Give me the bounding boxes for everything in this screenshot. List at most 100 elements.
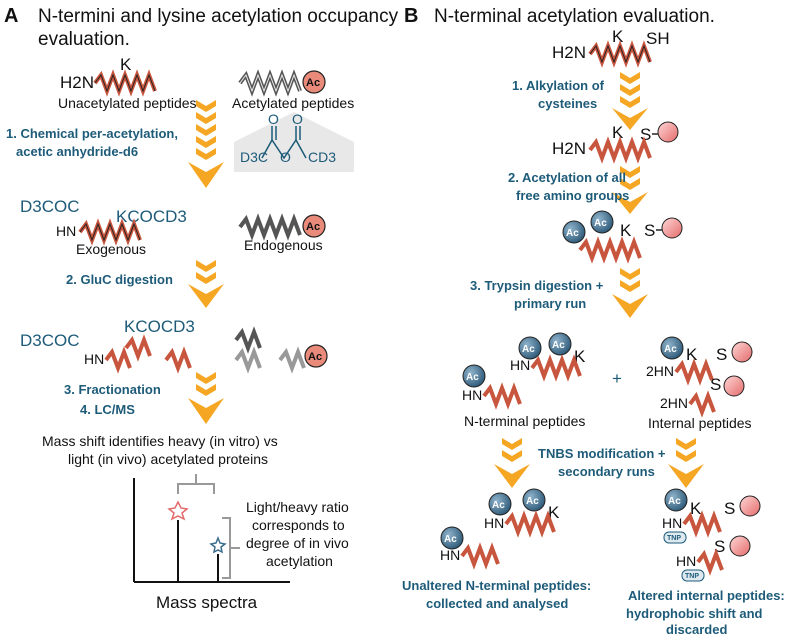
k-label-b6: K <box>548 503 560 522</box>
step-b3-line2: primary run <box>514 296 586 311</box>
step-b2-line2: free amino groups <box>516 188 629 203</box>
step-a1-line1: 1. Chemical per-acetylation, <box>6 126 178 141</box>
ac-b3: Ac <box>522 344 535 355</box>
ac-ball <box>664 488 688 512</box>
panel-a-title-line2: evaluation. <box>38 29 130 50</box>
orange-arrow-b4-right <box>668 438 704 488</box>
h2n-label-b2: H2N <box>552 139 586 158</box>
ac-ball <box>518 336 542 360</box>
mass-shift-line1: Mass shift identifies heavy (in vitro) v… <box>42 433 278 449</box>
alkyl-sphere <box>661 217 683 239</box>
unaltered-line1: Unaltered N-terminal peptides: <box>402 578 591 593</box>
o-mid: O <box>280 149 291 165</box>
ac-ball <box>488 492 512 516</box>
tnp-tag-1 <box>663 531 687 544</box>
ac-red-circle <box>304 344 328 368</box>
s-label-b6: S <box>714 537 725 556</box>
k-label: K <box>120 55 132 74</box>
ac-label-2: Ac <box>306 221 320 233</box>
s-label-b4: S <box>710 375 721 394</box>
step-b1-line2: cysteines <box>538 96 597 111</box>
ac-ball <box>462 364 486 388</box>
gluc-fragments: D3COC KCOCD3 HN Ac <box>20 317 328 374</box>
ratio-line3: degree of in vivo <box>246 535 349 551</box>
ac-label: Ac <box>306 77 320 89</box>
mass-spectrum-plot <box>133 474 290 583</box>
exogenous-peptide: D3COC KCOCD3 HN <box>20 197 187 246</box>
ac-ball <box>522 488 546 512</box>
internal-label: Internal peptides <box>648 415 752 431</box>
step-a1-line2: acetic anhydride-d6 <box>16 144 138 159</box>
ac-b10: Ac <box>668 496 681 507</box>
ac-b4: Ac <box>552 340 565 351</box>
altered-peptides: Ac K S HN TNP S HN TNP <box>662 488 761 582</box>
ac-ball <box>562 220 586 244</box>
step-a3: 3. Fractionation <box>64 382 161 397</box>
ac-ball <box>660 336 684 360</box>
hn-label-b6: HN <box>676 553 696 569</box>
ac-b9: Ac <box>444 534 457 545</box>
d3coc-label-2: D3COC <box>20 331 80 350</box>
unaltered-peptides: Ac Ac K HN Ac HN <box>440 488 560 570</box>
heavy-star-icon <box>209 535 227 554</box>
acetylated-full-peptide: Ac Ac K S <box>562 210 683 264</box>
k-label-b2: K <box>612 123 624 142</box>
ac-b7: Ac <box>492 500 505 511</box>
kcocd3-label: KCOCD3 <box>116 207 187 226</box>
hn-label-b3: HN <box>484 515 504 531</box>
n-terminal-label: N-terminal peptides <box>464 413 585 429</box>
ac-b8: Ac <box>526 496 539 507</box>
orange-arrow-b1 <box>612 72 648 130</box>
altered-line3: discarded <box>666 622 727 636</box>
ac-ball <box>548 332 572 356</box>
orange-arrow-2 <box>188 260 224 308</box>
k-label-b5: K <box>686 345 698 364</box>
acetylated-peptide: Ac <box>238 69 326 97</box>
ac-ball <box>590 210 614 234</box>
cd3-label: CD3 <box>308 149 336 165</box>
panel-b-title: N-terminal acetylation evaluation. <box>434 6 715 27</box>
ac-label-3: Ac <box>308 351 322 363</box>
altered-line1: Altered internal peptides: <box>628 588 785 603</box>
step-b3-line1: 3. Trypsin digestion + <box>470 278 604 293</box>
k-label-b: K <box>612 27 624 46</box>
s-label: S <box>640 125 651 144</box>
kcocd3-label-2: KCOCD3 <box>124 317 195 336</box>
panel-b-letter: B <box>404 5 418 27</box>
ac-red-circle <box>302 214 326 238</box>
endogenous-peptide: Ac <box>238 213 326 241</box>
acetic-anhydride-structure: D3C O O O CD3 <box>234 111 354 172</box>
hn-label-b2: HN <box>462 387 482 403</box>
k-label-b7: K <box>690 499 702 518</box>
tnp-label-2: TNP <box>685 573 699 580</box>
internal-peptides: Ac K S 2HN S 2HN <box>646 336 753 418</box>
tnp-tag-2 <box>681 569 705 582</box>
alkyl-sphere <box>729 535 751 557</box>
tnbs-line1: TNBS modification + <box>538 446 666 461</box>
step-a4: 4. LC/MS <box>80 402 135 417</box>
ratio-line1: Light/heavy ratio <box>246 499 349 515</box>
orange-arrow-1 <box>188 100 224 188</box>
light-star-icon <box>167 500 189 521</box>
ac-b6: Ac <box>664 344 677 355</box>
s-label-b2: S <box>644 221 655 240</box>
mass-shift-line2: light (in vivo) acetylated proteins <box>68 451 268 467</box>
sh-label: SH <box>646 29 670 48</box>
alkyl-sphere <box>723 375 745 397</box>
orange-arrow-b2 <box>612 166 648 214</box>
ac-b5: Ac <box>466 372 479 383</box>
d3coc-label: D3COC <box>20 197 80 216</box>
ac-red-circle <box>302 70 326 94</box>
orange-arrow-b3 <box>612 268 648 318</box>
o-top-2: O <box>292 111 303 127</box>
o-top-1: O <box>268 111 279 127</box>
plus-sign: + <box>612 369 622 388</box>
unacetylated-peptide: H2N K <box>60 55 157 97</box>
step-b2-line1: 2. Acetylation of all <box>508 170 626 185</box>
ratio-line4: acetylation <box>266 553 333 569</box>
k-label-b4: K <box>574 347 586 366</box>
hn-label-b1: HN <box>510 357 530 373</box>
alkylated-peptide: H2N K S <box>552 121 679 164</box>
exogenous-label: Exogenous <box>76 241 146 257</box>
